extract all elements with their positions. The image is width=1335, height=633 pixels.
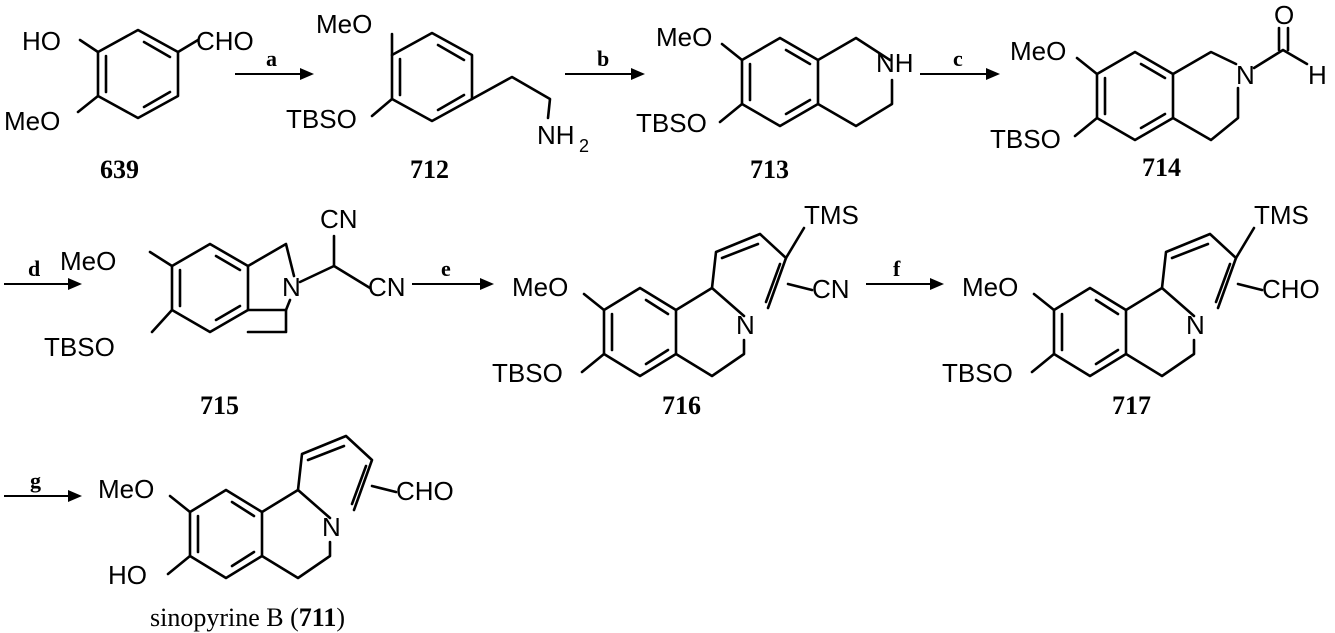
- compound-number-712: 712: [410, 155, 449, 184]
- reagent-label-g: g: [30, 468, 41, 493]
- aldehyde-label: CHO: [1262, 274, 1320, 304]
- reaction-arrow-g: g: [4, 468, 82, 502]
- amine-subscript: 2: [579, 136, 589, 156]
- compound-715: MeO TBSO N CN CN 715: [44, 204, 406, 420]
- tbs-ether-label: TBSO: [636, 108, 707, 138]
- tbs-ether-label: TBSO: [44, 332, 115, 362]
- reaction-arrow-b: b: [565, 46, 645, 80]
- reagent-label-b: b: [597, 46, 609, 71]
- methoxy-label: MeO: [60, 246, 116, 276]
- aldehyde-label: CHO: [196, 26, 254, 56]
- compound-number-714: 714: [1142, 153, 1181, 182]
- nitrogen-label: N: [736, 310, 755, 340]
- reagent-label-f: f: [893, 256, 901, 281]
- formyl-hydrogen-label: H: [1308, 60, 1327, 90]
- carbonyl-oxygen-label: O: [1274, 0, 1294, 30]
- reaction-arrow-f: f: [866, 256, 944, 290]
- compound-name: sinopyrine B (: [150, 603, 299, 632]
- reagent-label-e: e: [441, 256, 451, 281]
- nitrogen-label: N: [1236, 60, 1255, 90]
- methoxy-label: MeO: [512, 272, 568, 302]
- reaction-arrow-c: c: [920, 46, 1000, 80]
- reagent-label-a: a: [266, 46, 277, 71]
- nitrile-label-2: CN: [368, 272, 406, 302]
- methoxy-label: MeO: [98, 474, 154, 504]
- reaction-arrow-e: e: [412, 256, 494, 290]
- methoxy-label: MeO: [316, 9, 372, 39]
- nitrogen-label: N: [322, 512, 341, 542]
- compound-714: MeO TBSO N O H 714: [990, 0, 1327, 182]
- methoxy-label: MeO: [4, 106, 60, 136]
- reaction-arrow-d: d: [4, 256, 82, 290]
- compound-number-715: 715: [200, 391, 239, 420]
- tbs-ether-label: TBSO: [990, 124, 1061, 154]
- tms-label: TMS: [804, 200, 859, 230]
- amine-label: NH: [537, 120, 575, 150]
- nitrogen-label: N: [282, 272, 301, 302]
- tbs-ether-label: TBSO: [286, 104, 357, 134]
- compound-711: MeO HO N CHO sinopyrine B (711): [98, 434, 454, 632]
- tms-label: TMS: [1254, 200, 1309, 230]
- aldehyde-label: CHO: [396, 476, 454, 506]
- methoxy-label: MeO: [1010, 36, 1066, 66]
- nitrogen-label: N: [1186, 310, 1205, 340]
- hydroxy-label: HO: [108, 560, 147, 590]
- reagent-label-c: c: [953, 46, 963, 71]
- reaction-arrow-a: a: [235, 46, 314, 80]
- compound-number-713: 713: [750, 155, 789, 184]
- compound-716: MeO TBSO N TMS CN 716: [492, 200, 859, 420]
- reagent-label-d: d: [28, 256, 40, 281]
- compound-number-711: 711: [299, 603, 337, 632]
- methoxy-label: MeO: [656, 22, 712, 52]
- compound-caption-711: sinopyrine B (711): [150, 603, 345, 632]
- compound-712: MeO TBSO NH 2 712: [286, 9, 589, 184]
- compound-713: MeO TBSO NH 713: [636, 22, 914, 184]
- compound-number-639: 639: [100, 155, 139, 184]
- compound-number-717: 717: [1112, 391, 1151, 420]
- compound-717: MeO TBSO N TMS CHO 717: [942, 200, 1320, 420]
- methoxy-label: MeO: [962, 272, 1018, 302]
- tbs-ether-label: TBSO: [492, 358, 563, 388]
- compound-639: HO CHO MeO 639: [4, 26, 254, 184]
- compound-number-716: 716: [662, 391, 701, 420]
- caption-close-paren: ): [336, 603, 345, 632]
- nitrile-label: CN: [812, 274, 850, 304]
- amine-label: NH: [876, 48, 914, 78]
- hydroxy-label: HO: [22, 26, 61, 56]
- tbs-ether-label: TBSO: [942, 358, 1013, 388]
- nitrile-label-1: CN: [320, 204, 358, 234]
